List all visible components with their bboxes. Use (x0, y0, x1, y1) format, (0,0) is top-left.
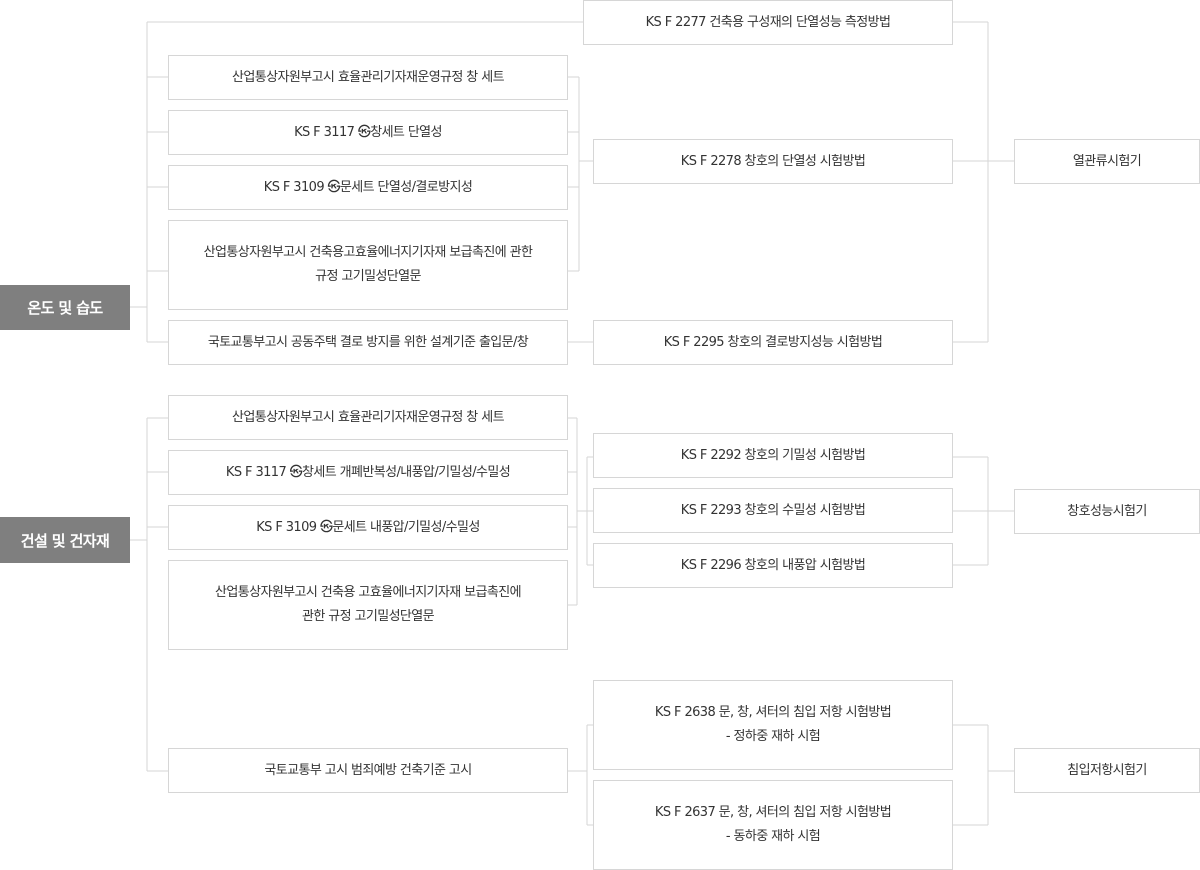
regulation-label: KS F 3109 ㉿문세트 내풍압/기밀성/수밀성 (256, 519, 480, 535)
regulation-box-ks-f-3117-2: KS F 3117 ㉿창세트 개폐반복성/내풍압/기밀성/수밀성 (168, 450, 568, 495)
equipment-box-intrusion-resistance: 침입저항시험기 (1014, 748, 1200, 793)
regulation-label: 산업통상자원부고시 효율관리기자재운영규정 창 세트 (232, 409, 504, 425)
regulation-box-ks-f-3109: KS F 3109 ㉿문세트 단열성/결로방지성 (168, 165, 568, 210)
method-box-ks-f-2292: KS F 2292 창호의 기밀성 시험방법 (593, 433, 953, 478)
method-label: KS F 2296 창호의 내풍압 시험방법 (680, 557, 866, 573)
equipment-box-window-performance: 창호성능시험기 (1014, 489, 1200, 534)
regulation-label: 국토교통부고시 공동주택 결로 방지를 위한 설계기준 출입문/창 (207, 334, 529, 350)
regulation-box-ks-f-3109-2: KS F 3109 ㉿문세트 내풍압/기밀성/수밀성 (168, 505, 568, 550)
regulation-label-line1: 산업통상자원부고시 건축용고효율에너지기자재 보급촉진에 관한 (203, 245, 533, 260)
regulation-box-high-airtight-door: 산업통상자원부고시 건축용고효율에너지기자재 보급촉진에 관한 규정 고기밀성단… (168, 220, 568, 310)
regulation-box-condensation-design: 국토교통부고시 공동주택 결로 방지를 위한 설계기준 출입문/창 (168, 320, 568, 365)
method-box-ks-f-2637: KS F 2637 문, 창, 셔터의 침입 저항 시험방법 - 동하중 재하 … (593, 780, 953, 870)
category-building-materials: 건설 및 건자재 (0, 517, 130, 563)
method-label: KS F 2278 창호의 단열성 시험방법 (680, 153, 866, 169)
regulation-label-line1: 산업통상자원부고시 건축용 고효율에너지기자재 보급촉진에 (215, 585, 522, 600)
method-box-ks-f-2296: KS F 2296 창호의 내풍압 시험방법 (593, 543, 953, 588)
regulation-label: KS F 3109 ㉿문세트 단열성/결로방지성 (263, 179, 473, 195)
category-label: 건설 및 건자재 (20, 531, 110, 550)
method-label: KS F 2293 창호의 수밀성 시험방법 (680, 502, 866, 518)
regulation-label: KS F 3117 ㉿창세트 단열성 (294, 124, 442, 140)
method-box-ks-f-2295: KS F 2295 창호의 결로방지성능 시험방법 (593, 320, 953, 365)
method-label-line1: KS F 2638 문, 창, 셔터의 침입 저항 시험방법 (654, 705, 892, 720)
method-label: KS F 2292 창호의 기밀성 시험방법 (680, 447, 866, 463)
regulation-box-ks-f-3117: KS F 3117 ㉿창세트 단열성 (168, 110, 568, 155)
method-label-line2: - 동하중 재하 시험 (725, 829, 821, 844)
equipment-label: 창호성능시험기 (1067, 503, 1147, 519)
equipment-label: 열관류시험기 (1072, 153, 1142, 169)
regulation-box-high-airtight-door-2: 산업통상자원부고시 건축용 고효율에너지기자재 보급촉진에 관한 규정 고기밀성… (168, 560, 568, 650)
regulation-label: KS F 3117 ㉿창세트 개폐반복성/내풍압/기밀성/수밀성 (225, 464, 511, 480)
regulation-label-line2: 규정 고기밀성단열문 (315, 269, 421, 284)
method-box-ks-f-2278: KS F 2278 창호의 단열성 시험방법 (593, 139, 953, 184)
regulation-box-efficiency-window: 산업통상자원부고시 효율관리기자재운영규정 창 세트 (168, 55, 568, 100)
category-label: 온도 및 습도 (27, 299, 103, 317)
regulation-label-line2: 관한 규정 고기밀성단열문 (301, 609, 435, 624)
method-box-ks-f-2638: KS F 2638 문, 창, 셔터의 침입 저항 시험방법 - 정하중 재하 … (593, 680, 953, 770)
method-label: KS F 2295 창호의 결로방지성능 시험방법 (663, 334, 883, 350)
regulation-box-efficiency-window-2: 산업통상자원부고시 효율관리기자재운영규정 창 세트 (168, 395, 568, 440)
method-label-line1: KS F 2637 문, 창, 셔터의 침입 저항 시험방법 (654, 805, 892, 820)
regulation-label: 국토교통부 고시 범죄예방 건축기준 고시 (264, 762, 472, 778)
method-label-line2: - 정하중 재하 시험 (725, 729, 821, 744)
method-label: KS F 2277 건축용 구성재의 단열성능 측정방법 (645, 14, 891, 30)
regulation-label: 산업통상자원부고시 효율관리기자재운영규정 창 세트 (232, 69, 504, 85)
category-temp-humidity: 온도 및 습도 (0, 285, 130, 330)
equipment-label: 침입저항시험기 (1067, 762, 1147, 778)
method-box-ks-f-2293: KS F 2293 창호의 수밀성 시험방법 (593, 488, 953, 533)
regulation-box-crime-prevention: 국토교통부 고시 범죄예방 건축기준 고시 (168, 748, 568, 793)
method-box-ks-f-2277: KS F 2277 건축용 구성재의 단열성능 측정방법 (583, 0, 953, 45)
equipment-box-thermal-transmittance: 열관류시험기 (1014, 139, 1200, 184)
